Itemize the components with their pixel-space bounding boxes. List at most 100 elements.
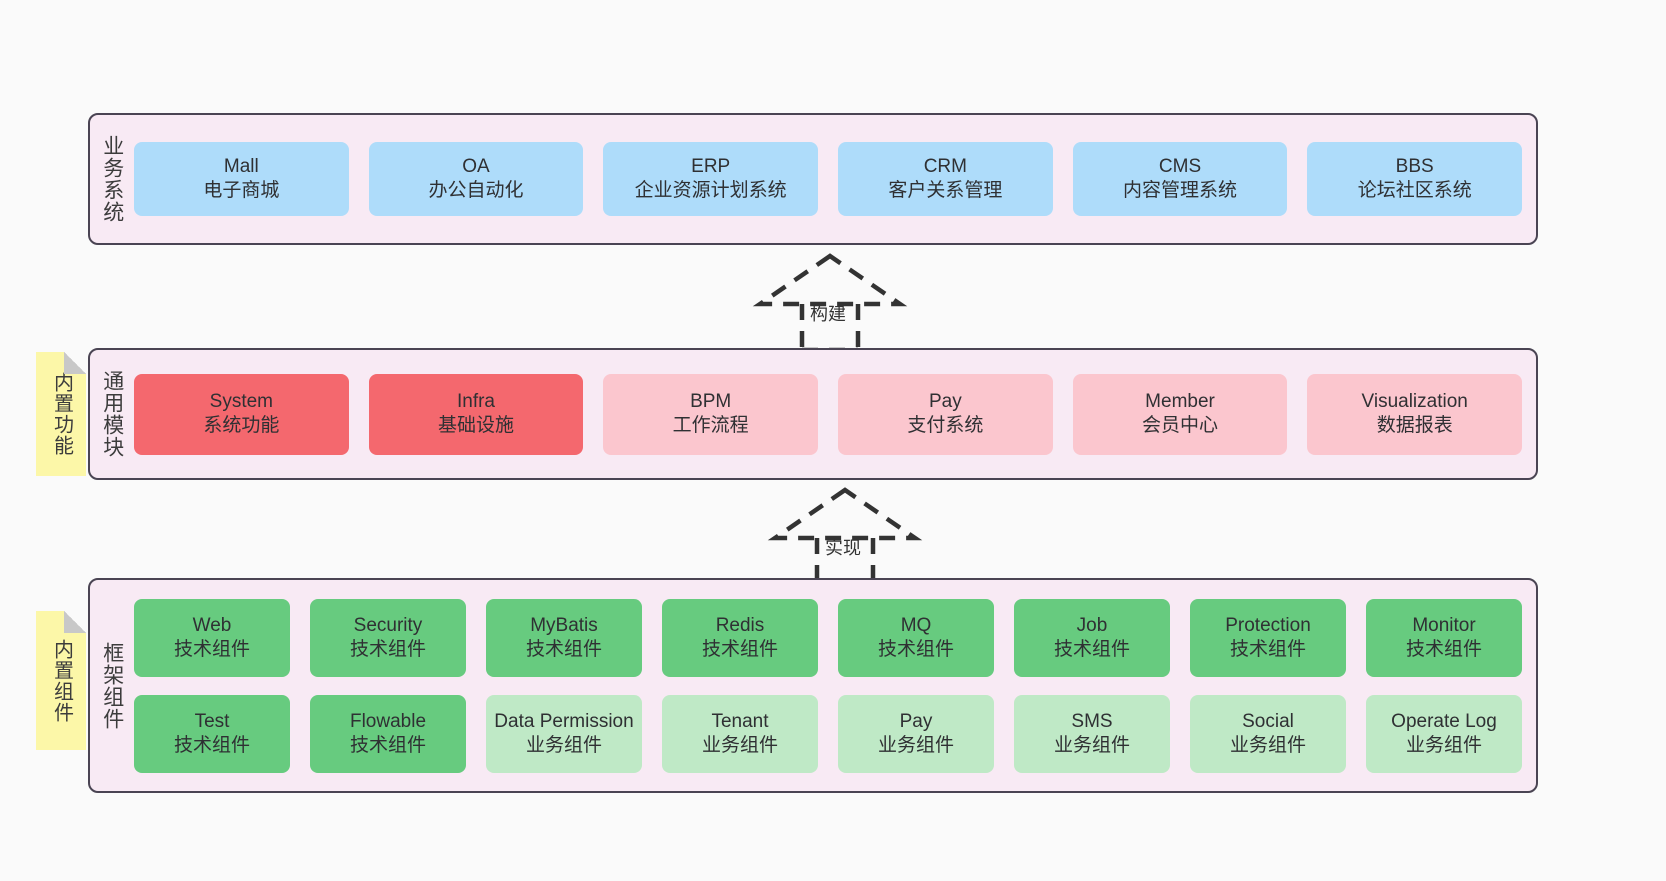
card-monitor[interactable]: Monitor 技术组件 [1366, 598, 1522, 677]
card-title: Monitor [1412, 614, 1476, 636]
card-title: Flowable [349, 710, 427, 732]
layer-framework-component: 框架组件 Web 技术组件 Security 技术组件 MyBatis 技术组件… [88, 578, 1538, 793]
card-mq[interactable]: MQ 技术组件 [838, 598, 994, 677]
card-subtitle: 技术组件 [349, 734, 426, 756]
card-operate-log[interactable]: Operate Log 业务组件 [1366, 694, 1522, 773]
card-subtitle: 内容管理系统 [1123, 180, 1238, 201]
card-title: Tenant [711, 710, 769, 732]
sticky-note-builtin-feature: 内置功能 [36, 352, 86, 476]
card-title: Operate Log [1391, 710, 1497, 732]
card-subtitle: 办公自动化 [428, 180, 524, 201]
card-subtitle: 技术组件 [1229, 638, 1306, 660]
card-title: BBS [1395, 156, 1434, 178]
card-system[interactable]: System 系统功能 [134, 373, 349, 455]
sticky-note-builtin-component: 内置组件 [36, 611, 86, 750]
card-title: Infra [456, 391, 496, 413]
card-mall[interactable]: Mall 电子商城 [134, 142, 349, 216]
card-member[interactable]: Member 会员中心 [1072, 373, 1288, 455]
sticky-note-label: 内置功能 [50, 372, 73, 456]
card-title: Visualization [1361, 391, 1468, 413]
card-cms[interactable]: CMS 内容管理系统 [1072, 142, 1288, 216]
card-mybatis[interactable]: MyBatis 技术组件 [486, 598, 642, 677]
card-title: CRM [923, 156, 967, 178]
card-subtitle: 技术组件 [349, 638, 426, 660]
card-subtitle: 业务组件 [701, 734, 778, 756]
card-title: SMS [1071, 710, 1113, 732]
card-subtitle: 会员中心 [1142, 415, 1219, 436]
card-erp[interactable]: ERP 企业资源计划系统 [603, 142, 819, 216]
card-title: Web [192, 614, 232, 636]
card-infra[interactable]: Infra 基础设施 [368, 373, 584, 455]
layer-title-common: 通用模块 [100, 370, 124, 458]
card-title: OA [462, 156, 490, 178]
card-title: Test [194, 710, 230, 732]
card-row-business: Mall 电子商城 OA 办公自动化 ERP 企业资源计划系统 CRM 客户关系… [134, 142, 1523, 216]
card-pay[interactable]: Pay 支付系统 [838, 373, 1053, 455]
card-subtitle: 业务组件 [1053, 734, 1130, 756]
layer-body-common: System 系统功能 Infra 基础设施 BPM 工作流程 Pay 支付系统… [134, 350, 1536, 478]
card-bpm[interactable]: BPM 工作流程 [603, 373, 819, 455]
layer-business-system: 业务系统 Mall 电子商城 OA 办公自动化 ERP 企业资源计划系统 CRM… [88, 113, 1538, 245]
card-title: Pay [899, 710, 933, 732]
card-subtitle: 企业资源计划系统 [634, 180, 787, 201]
card-subtitle: 技术组件 [1053, 638, 1130, 660]
card-tenant[interactable]: Tenant 业务组件 [662, 694, 818, 773]
layer-body-framework: Web 技术组件 Security 技术组件 MyBatis 技术组件 Redi… [134, 580, 1536, 791]
card-title: Mall [223, 156, 259, 178]
card-security[interactable]: Security 技术组件 [310, 598, 466, 677]
card-subtitle: 技术组件 [173, 638, 250, 660]
card-subtitle: 客户关系管理 [888, 180, 1003, 201]
card-title: BPM [690, 391, 732, 413]
card-test[interactable]: Test 技术组件 [134, 694, 290, 773]
sticky-note-label: 内置组件 [50, 638, 73, 723]
card-subtitle: 论坛社区系统 [1357, 180, 1472, 201]
card-title: ERP [691, 156, 731, 178]
card-title: Data Permission [494, 710, 634, 732]
card-web[interactable]: Web 技术组件 [134, 598, 290, 677]
card-subtitle: 业务组件 [1405, 734, 1482, 756]
card-title: Social [1242, 710, 1294, 732]
card-social[interactable]: Social 业务组件 [1190, 694, 1346, 773]
card-pay-component[interactable]: Pay 业务组件 [838, 694, 994, 773]
card-subtitle: 技术组件 [877, 638, 954, 660]
card-title: MQ [900, 614, 932, 636]
card-row-framework-tech: Web 技术组件 Security 技术组件 MyBatis 技术组件 Redi… [134, 598, 1522, 677]
card-subtitle: 数据报表 [1376, 415, 1453, 436]
layer-title-business: 业务系统 [100, 135, 124, 223]
card-title: CMS [1158, 156, 1202, 178]
card-title: Security [353, 614, 423, 636]
card-title: Pay [928, 391, 962, 413]
layer-title-framework: 框架组件 [100, 641, 124, 730]
card-crm[interactable]: CRM 客户关系管理 [838, 142, 1053, 216]
card-sms[interactable]: SMS 业务组件 [1014, 694, 1170, 773]
layer-common-module: 通用模块 System 系统功能 Infra 基础设施 BPM 工作流程 Pay… [88, 348, 1538, 480]
card-visualization[interactable]: Visualization 数据报表 [1307, 373, 1523, 455]
card-row-common: System 系统功能 Infra 基础设施 BPM 工作流程 Pay 支付系统… [134, 373, 1523, 455]
card-row-framework-business: Test 技术组件 Flowable 技术组件 Data Permission … [134, 694, 1522, 773]
connector-label-implement: 实现 [825, 538, 861, 558]
connector-build: 构建 [740, 252, 920, 353]
card-title: System [209, 391, 274, 413]
card-subtitle: 技术组件 [525, 638, 602, 660]
connector-implement: 实现 [755, 486, 935, 587]
card-subtitle: 技术组件 [701, 638, 778, 660]
card-title: Protection [1225, 614, 1311, 636]
card-flowable[interactable]: Flowable 技术组件 [310, 694, 466, 773]
card-redis[interactable]: Redis 技术组件 [662, 598, 818, 677]
card-subtitle: 技术组件 [1405, 638, 1482, 660]
card-protection[interactable]: Protection 技术组件 [1190, 598, 1346, 677]
card-job[interactable]: Job 技术组件 [1014, 598, 1170, 677]
card-subtitle: 基础设施 [438, 415, 515, 436]
card-title: MyBatis [530, 614, 598, 636]
card-subtitle: 业务组件 [525, 734, 602, 756]
card-bbs[interactable]: BBS 论坛社区系统 [1307, 142, 1523, 216]
card-data-permission[interactable]: Data Permission 业务组件 [486, 694, 642, 773]
card-subtitle: 业务组件 [877, 734, 954, 756]
card-subtitle: 支付系统 [907, 415, 984, 436]
card-title: Redis [715, 614, 765, 636]
card-subtitle: 系统功能 [203, 415, 280, 436]
card-title: Member [1145, 391, 1215, 413]
card-title: Job [1076, 614, 1108, 636]
card-oa[interactable]: OA 办公自动化 [368, 142, 584, 216]
